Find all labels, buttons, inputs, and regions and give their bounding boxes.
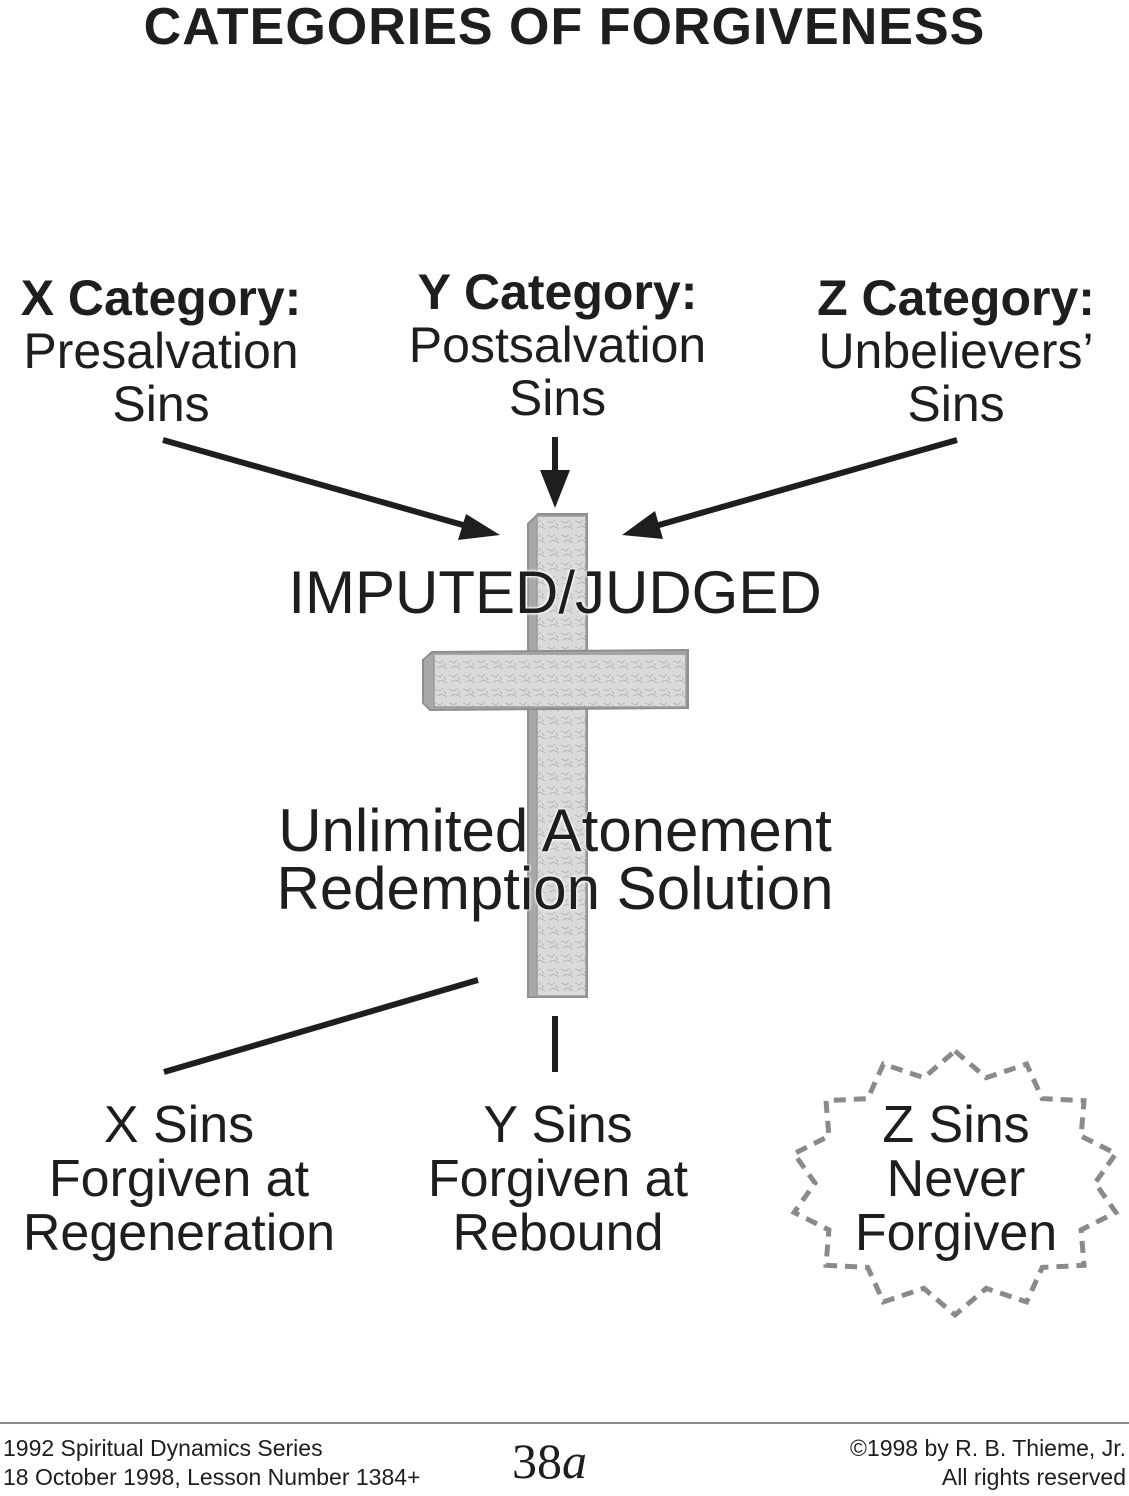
category-x: X Category: Presalvation Sins <box>0 272 322 431</box>
footer-right: ©1998 by R. B. Thieme, Jr. All rights re… <box>850 1434 1126 1492</box>
arrow-z-to-cross <box>622 437 958 539</box>
cross-vertical-face <box>536 515 587 997</box>
atonement-line1: Unlimited Atonement <box>278 797 832 864</box>
result-y-sins: Y Sins Forgiven at Rebound <box>400 1098 716 1260</box>
category-y: Y Category: Postsalvation Sins <box>380 266 735 425</box>
atonement-label: Unlimited Atonement Redemption Solution <box>200 797 910 922</box>
footer-rights: All rights reserved <box>941 1464 1126 1490</box>
result-x-sins: X Sins Forgiven at Regeneration <box>0 1098 358 1260</box>
cross-bar-face <box>433 653 687 708</box>
category-y-line1: Postsalvation <box>408 317 707 373</box>
footer-lesson: 18 October 1998, Lesson Number 1384+ <box>3 1464 421 1490</box>
footer-copyright: ©1998 by R. B. Thieme, Jr. <box>849 1435 1126 1461</box>
result-y-line1: Y Sins <box>483 1096 633 1154</box>
atonement-line2: Redemption Solution <box>276 855 834 922</box>
category-z: Z Category: Unbelievers’ Sins <box>795 272 1117 431</box>
connector-to-x-sins <box>163 977 479 1075</box>
arrow-y-to-cross <box>540 437 570 508</box>
result-x-line3: Regeneration <box>22 1204 336 1262</box>
cross-icon <box>422 513 689 998</box>
category-x-line2: Sins <box>112 376 210 432</box>
page-title: CATEGORIES OF FORGIVENESS <box>143 0 986 56</box>
result-x-line1: X Sins <box>103 1096 255 1154</box>
result-x-line2: Forgiven at <box>48 1150 310 1208</box>
category-y-line2: Sins <box>508 370 607 426</box>
category-x-line1: Presalvation <box>23 323 299 379</box>
result-y-line2: Forgiven at <box>427 1150 689 1208</box>
category-x-heading: X Category: <box>20 270 302 326</box>
page-number-suffix: a <box>562 1433 587 1489</box>
category-y-heading: Y Category: <box>417 264 698 320</box>
footer-left: 1992 Spiritual Dynamics Series 18 Octobe… <box>3 1434 420 1492</box>
footer-series: 1992 Spiritual Dynamics Series <box>3 1435 323 1461</box>
imputed-judged-text: IMPUTED/JUDGED <box>288 559 822 626</box>
page-number: 38a <box>512 1436 587 1486</box>
arrow-x-to-cross <box>162 437 500 540</box>
result-z-line2: Never <box>886 1150 1026 1208</box>
result-z-line3: Forgiven <box>854 1204 1058 1262</box>
page-number-digits: 38 <box>512 1433 562 1489</box>
category-z-heading: Z Category: <box>817 270 1095 326</box>
imputed-judged-label: IMPUTED/JUDGED <box>200 563 910 623</box>
footer-divider <box>0 1422 1129 1424</box>
result-z-line1: Z Sins <box>882 1096 1030 1154</box>
starburst-outline <box>790 1047 1120 1319</box>
category-z-line2: Sins <box>907 376 1005 432</box>
result-y-line3: Rebound <box>452 1204 664 1262</box>
category-z-line1: Unbelievers’ <box>818 323 1094 379</box>
result-z-sins: Z Sins Never Forgiven <box>810 1098 1102 1260</box>
